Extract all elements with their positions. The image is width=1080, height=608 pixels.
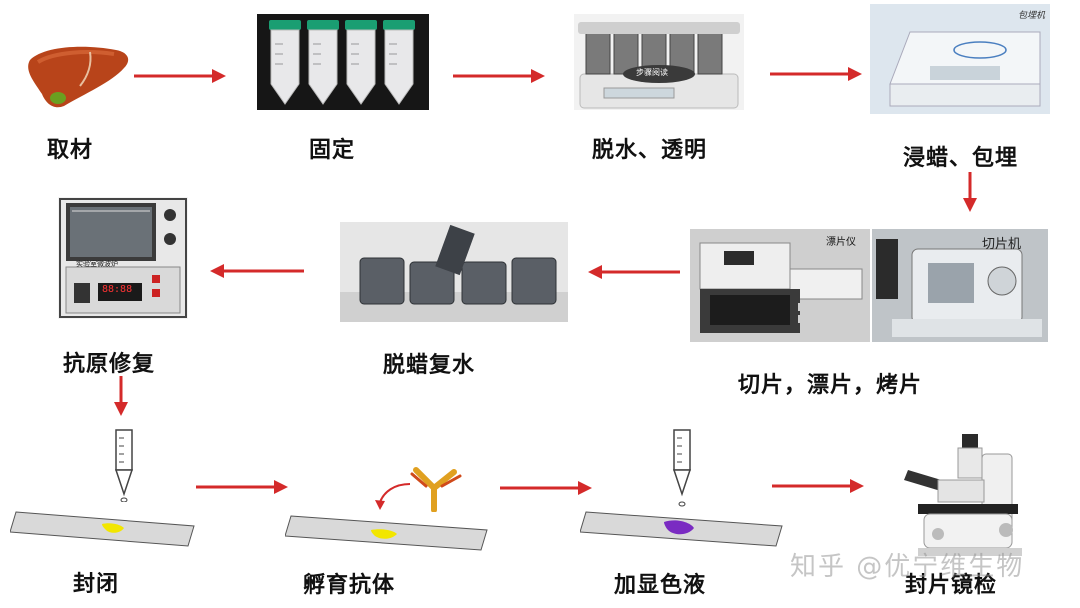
microwave-image: 实验室微波炉 88:88 <box>58 197 188 319</box>
arrow-right-1 <box>134 69 226 83</box>
step-label-staining: 加显色液 <box>614 573 707 598</box>
arrow-left-2 <box>210 264 304 278</box>
dehydrator-overlay-label: 步骤阅读 <box>636 68 668 77</box>
step-label-blocking: 封闭 <box>73 572 120 597</box>
blocking-pipette-icon <box>114 429 134 502</box>
arrow-left-1 <box>588 265 680 279</box>
step-label-dewax: 脱蜡复水 <box>383 353 476 378</box>
watermark-text: 知乎 @优宁维生物 <box>790 552 1025 582</box>
arrow-down-2 <box>114 376 128 416</box>
floater-overlay-label: 漂片仪 <box>826 237 856 248</box>
arrow-right-4 <box>196 480 288 494</box>
staining-pipette-icon <box>672 429 692 507</box>
arrow-down-1 <box>963 172 977 212</box>
microtome-image: 切片机 <box>872 229 1048 342</box>
antibody-icon <box>410 467 462 512</box>
arrow-right-3 <box>770 67 862 81</box>
liver-image <box>28 46 129 108</box>
step-label-dehydration: 脱水、透明 <box>592 138 708 163</box>
floater-image: 漂片仪 <box>690 229 870 342</box>
incubation-curved-arrow <box>375 483 411 510</box>
incubation-slide-image <box>285 515 488 551</box>
step-label-fixation: 固定 <box>309 138 356 163</box>
staining-slide-image <box>580 511 783 547</box>
step-label-incubation: 孵育抗体 <box>303 573 396 598</box>
fixation-tubes-image <box>257 14 429 110</box>
dewax-trays-image <box>340 222 568 322</box>
step-label-sectioning: 切片，漂片，烤片 <box>738 373 923 398</box>
step-label-sampling: 取材 <box>47 138 94 163</box>
step-label-mounting: 封片镜检 <box>905 573 998 598</box>
arrow-right-2 <box>453 69 545 83</box>
microwave-display: 88:88 <box>102 284 133 295</box>
blocking-slide-image <box>10 511 195 547</box>
microwave-overlay-label: 实验室微波炉 <box>76 260 118 268</box>
embedder-overlay-label: 包埋机 <box>1018 11 1046 21</box>
embedder-image: 包埋机 <box>870 4 1050 114</box>
arrow-right-6 <box>772 479 864 493</box>
microtome-overlay-label: 切片机 <box>982 237 1022 252</box>
microscope-image <box>904 434 1022 556</box>
step-label-embedding: 浸蜡、包埋 <box>903 146 1019 171</box>
arrow-right-5 <box>500 481 592 495</box>
step-label-antigen-retrieval: 抗原修复 <box>63 352 156 377</box>
dehydrator-image: 步骤阅读 <box>574 14 744 110</box>
